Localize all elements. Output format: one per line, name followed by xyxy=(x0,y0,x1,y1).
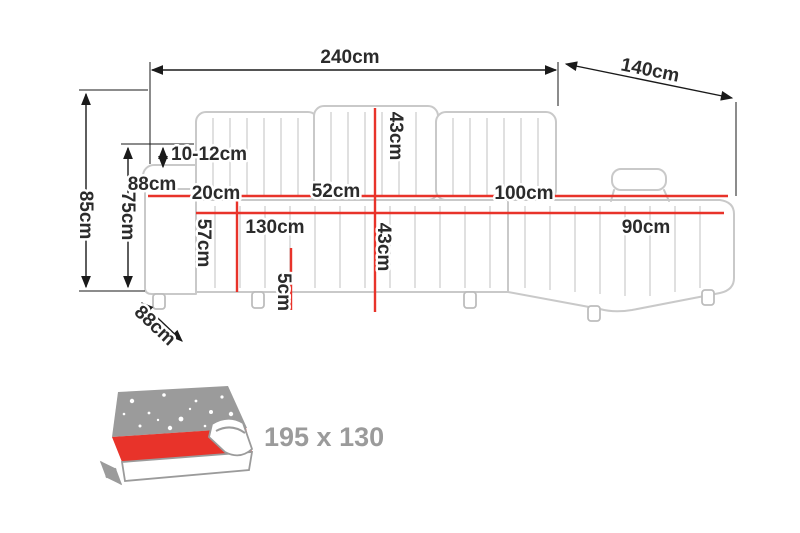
label-leg-height: 5cm xyxy=(273,273,294,311)
sofa-drawing xyxy=(142,105,735,322)
sofa-bed-icon xyxy=(99,386,254,486)
label-seat-width: 130cm xyxy=(245,217,304,238)
headboard-stars xyxy=(122,393,238,431)
chaise-tufting-lines xyxy=(524,206,701,296)
label-backrest-height: 75cm xyxy=(117,192,138,241)
label-seat-height: 57cm xyxy=(193,219,214,268)
chaise-block xyxy=(507,199,735,313)
label-seat-to-arm-gap: 20cm xyxy=(192,183,241,204)
label-armrest-width: 10-12cm xyxy=(171,144,247,165)
sofa-legs xyxy=(152,289,715,322)
backrest-tufting-lines xyxy=(212,112,539,196)
right-armrest-top xyxy=(611,168,667,191)
label-arm-side-depth: 88cm xyxy=(128,174,177,195)
label-back-cushion-width: 52cm xyxy=(312,181,361,202)
label-chaise-length: 100cm xyxy=(494,183,553,204)
red-dimension-lines xyxy=(148,108,728,312)
seat-block xyxy=(195,199,509,293)
bed-blanket xyxy=(208,417,254,457)
bed-unfold-arrow xyxy=(99,460,123,486)
bed-blanket-fold-line xyxy=(215,426,246,434)
label-seat-cushion-depth: 43cm xyxy=(373,223,394,272)
left-armrest-body xyxy=(144,183,197,295)
label-back-cushion-height: 43cm xyxy=(385,112,406,161)
label-total-width: 240cm xyxy=(320,47,379,68)
label-overall-height: 85cm xyxy=(75,191,96,240)
dimline-total-depth xyxy=(564,61,734,101)
dimline-seat-depth xyxy=(141,302,183,342)
black-dimension-lines xyxy=(79,61,737,342)
seat-tufting-lines xyxy=(214,206,491,288)
label-total-depth: 140cm xyxy=(619,54,681,86)
label-chaise-width: 90cm xyxy=(622,217,671,238)
bed-base xyxy=(120,451,254,482)
sleeping-area-size: 195 x 130 xyxy=(264,422,384,452)
